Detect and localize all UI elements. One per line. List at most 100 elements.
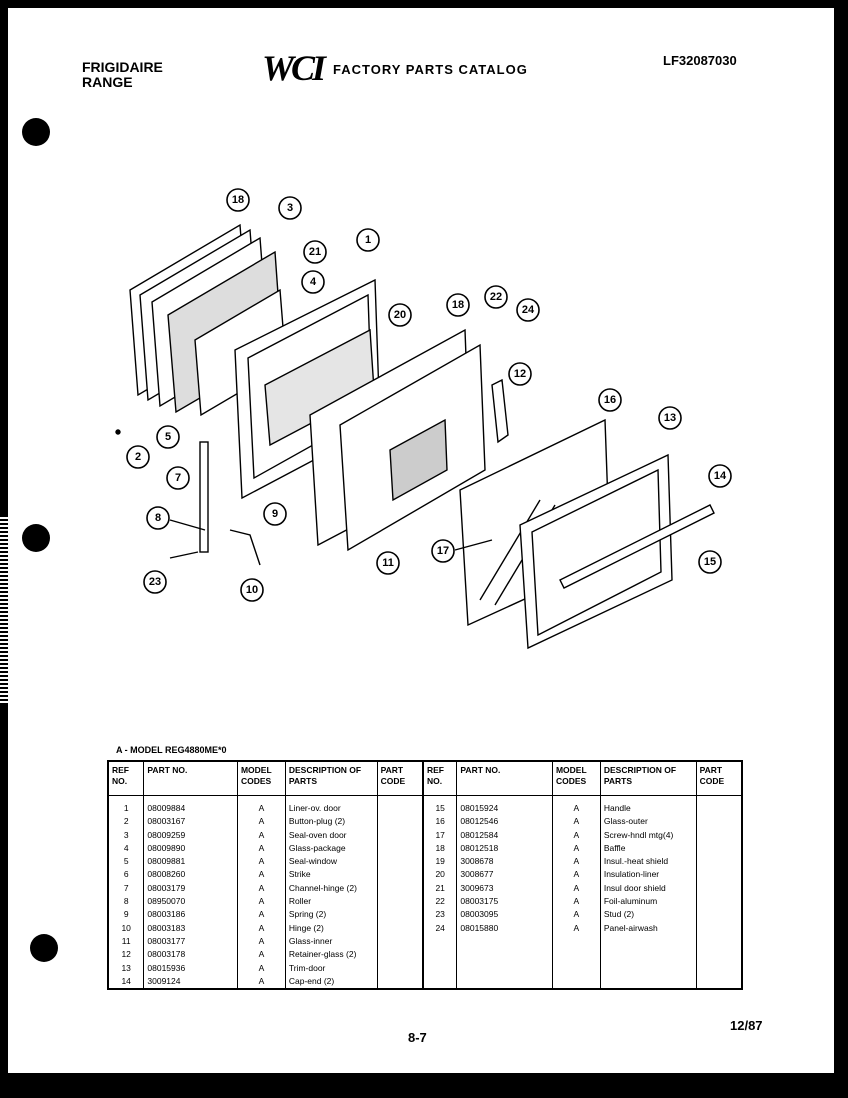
row-part-code (695, 921, 742, 935)
callout-number: 11 (382, 557, 394, 569)
table-header-row: REF NO. PART NO. MODEL CODES DESCRIPTION… (108, 761, 742, 796)
row-ref: 6 (123, 869, 129, 880)
row-ref: 17 (421, 828, 457, 842)
callout: 4 (301, 270, 325, 294)
door-parts (115, 223, 715, 650)
callout-number: 23 (149, 576, 161, 588)
row-description (599, 974, 697, 990)
col-ref: REF NO. (108, 761, 144, 796)
col-part-code: PART CODE (695, 761, 742, 796)
row-part-code (376, 961, 423, 975)
catalog-number: LF32087030 (663, 53, 737, 68)
catalog-title: FACTORY PARTS CATALOG (333, 62, 528, 77)
row-ref: 18 (421, 841, 457, 856)
row-part-code (695, 881, 742, 896)
row-part-no: 08009881 (143, 855, 238, 869)
row-description: Spring (2) (284, 908, 378, 922)
callout: 15 (698, 550, 722, 574)
row-model-code: A (551, 895, 601, 909)
row-model-code: A (551, 795, 601, 816)
row-part-no: 08012546 (456, 815, 553, 829)
row-description (599, 948, 697, 962)
row-part-no: 08003095 (456, 908, 553, 922)
col-codes: MODEL CODES (551, 761, 601, 796)
parts-table: REF NO. PART NO. MODEL CODES DESCRIPTION… (107, 760, 743, 991)
row-part-code (695, 815, 742, 829)
row-part-no: 08008260 (143, 868, 238, 882)
row-part-no: 08009890 (143, 841, 238, 856)
row-description: Stud (2) (599, 908, 697, 922)
row-part-code (376, 815, 423, 829)
row-description: Channel-hinge (2) (284, 881, 378, 896)
callout: 14 (708, 464, 732, 488)
row-ref: 14 (121, 975, 131, 986)
page-number: 8-7 (408, 1030, 427, 1045)
binder-hole (22, 118, 50, 146)
callout: 23 (143, 570, 167, 594)
row-part-no: 08015936 (143, 961, 238, 975)
callout-number: 9 (272, 508, 278, 520)
callout-number: 14 (714, 470, 727, 482)
row-part-code (695, 795, 742, 816)
row-part-code (695, 895, 742, 909)
row-model-code: A (236, 934, 286, 949)
row-ref: 1 (123, 803, 129, 813)
row-ref: 7 (123, 882, 129, 893)
row-ref: 15 (421, 795, 457, 816)
brand-block: FRIGIDAIRE RANGE (82, 60, 163, 90)
roller-lead (169, 519, 206, 531)
row-model-code (551, 974, 601, 990)
row-part-code (376, 868, 423, 882)
stud-lead (169, 551, 199, 559)
row-ref: 12 (121, 949, 131, 960)
row-part-code (376, 908, 423, 922)
row-model-code: A (236, 908, 286, 922)
callout: 20 (388, 303, 412, 327)
binder-hole (30, 934, 58, 962)
row-description: Insul.-heat shield (599, 855, 697, 869)
trim-door-opening (531, 468, 662, 637)
row-part-code (695, 974, 742, 990)
row-description: Strike (284, 868, 378, 882)
row-model-code (551, 961, 601, 975)
hinge-channel (199, 441, 209, 553)
callout-number: 18 (232, 194, 244, 206)
callout-number: 2 (135, 451, 141, 463)
row-description (599, 961, 697, 975)
callout-number: 13 (664, 412, 676, 424)
row-ref: 2 (123, 816, 129, 827)
row-model-code: A (551, 815, 601, 829)
callout-labels: 18 3 21 4 1 20 18 22 24 12 16 13 14 15 2… (126, 188, 732, 602)
callout: 1 (356, 228, 380, 252)
callout-number: 17 (437, 545, 449, 557)
row-model-code: A (236, 895, 286, 909)
callout-number: 10 (246, 584, 258, 596)
row-model-code: A (236, 961, 286, 975)
callout-number: 18 (452, 299, 464, 311)
callout-number: 3 (287, 202, 293, 214)
row-ref: 24 (421, 921, 457, 935)
row-description: Insulation-liner (599, 868, 697, 882)
callout: 22 (484, 285, 508, 309)
callout: 9 (263, 502, 287, 526)
row-part-code (695, 961, 742, 975)
row-description: Glass-package (284, 841, 378, 856)
row-model-code: A (236, 855, 286, 869)
row-ref: 19 (421, 855, 457, 869)
row-part-code (376, 934, 423, 949)
callout-number: 22 (490, 291, 502, 303)
row-part-code (695, 868, 742, 882)
row-ref: 23 (421, 908, 457, 922)
callout: 13 (658, 406, 682, 430)
row-part-code (376, 795, 423, 816)
row-part-code (376, 855, 423, 869)
callout-number: 7 (175, 472, 181, 484)
row-description: Roller (284, 895, 378, 909)
